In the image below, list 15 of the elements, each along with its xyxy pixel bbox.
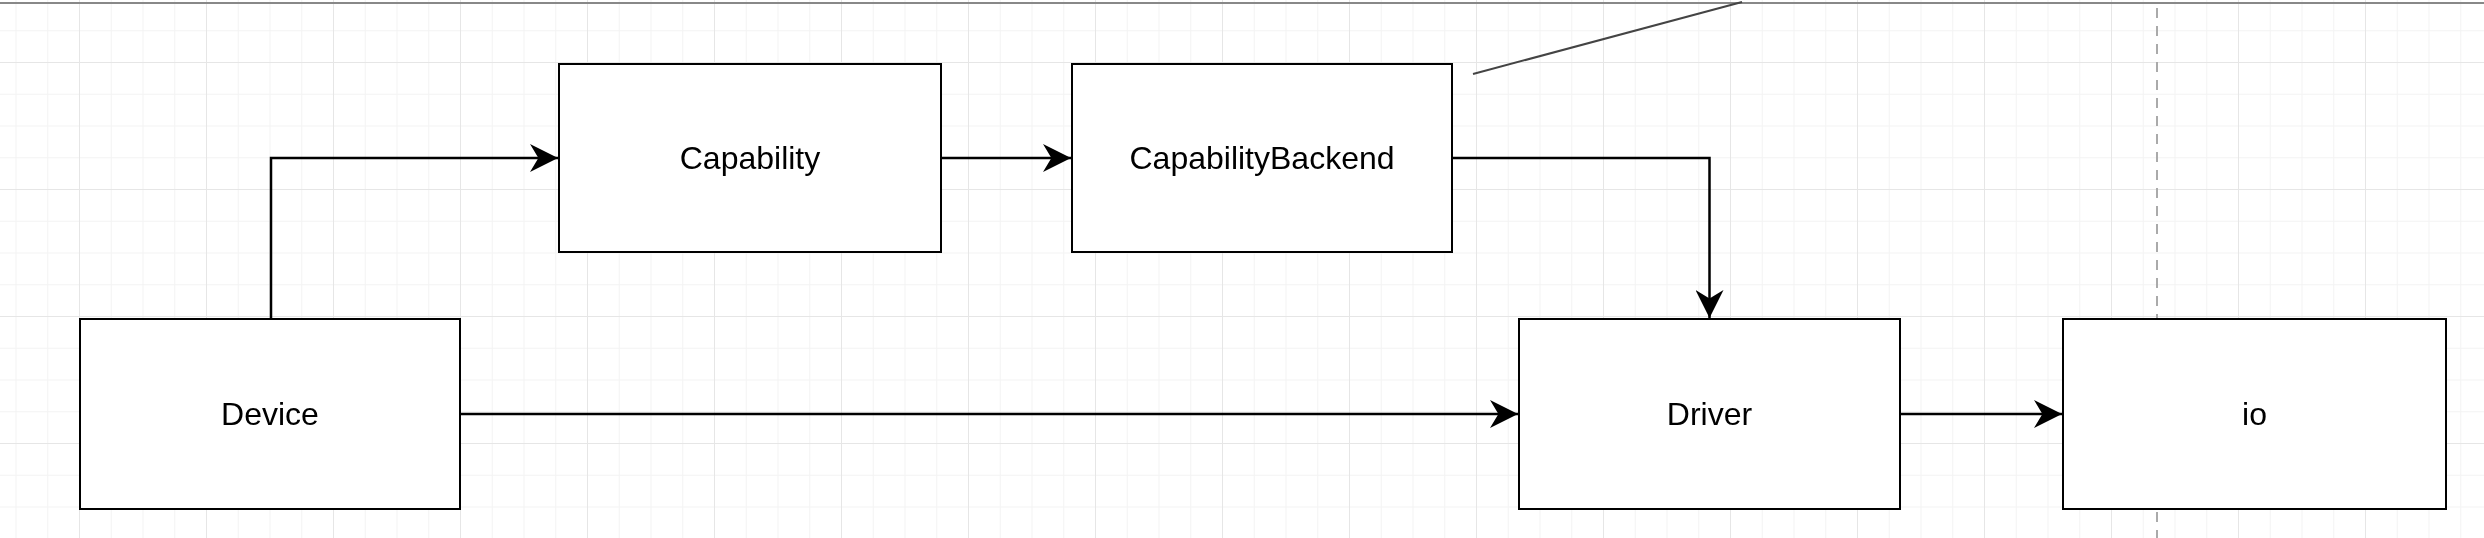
process-box [558,63,942,253]
process-box [1518,318,1901,510]
arrow [461,400,1518,428]
arrow [1901,400,2062,428]
box-label: CapabilityBackend [1129,139,1395,177]
process-box [79,318,461,510]
arrow [942,144,1071,172]
box-label: Capability [679,139,821,177]
arrow [269,144,558,318]
process-box [2062,318,2447,510]
box-label: Device [221,395,319,433]
box-label: Driver [1666,395,1753,433]
arrow [1453,156,1724,318]
box-label: io [2242,395,2267,433]
process-box [1071,63,1453,253]
